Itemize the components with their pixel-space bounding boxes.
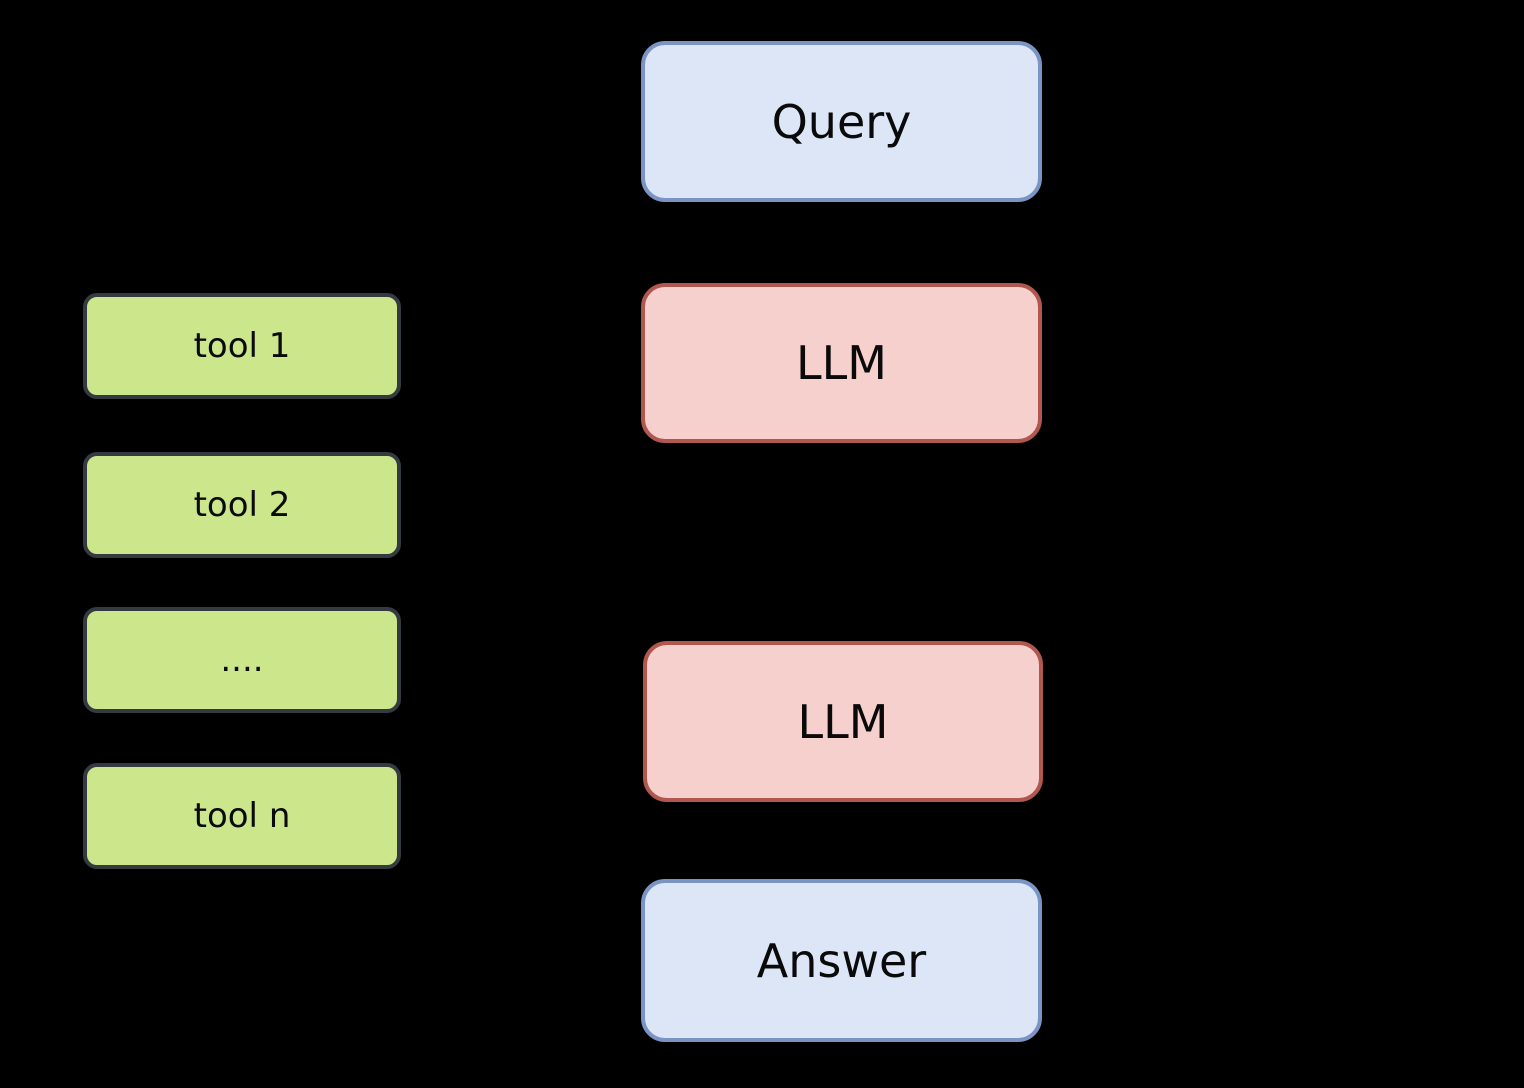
node-answer-label: Answer [756, 933, 927, 988]
node-tool-ellipsis: .... [83, 607, 401, 713]
node-llm-1-label: LLM [796, 336, 887, 390]
node-answer: Answer [641, 879, 1042, 1042]
node-query-label: Query [771, 94, 912, 149]
node-tool-1-label: tool 1 [193, 326, 291, 366]
node-query: Query [641, 41, 1042, 202]
node-tool-ellipsis-label: .... [220, 640, 264, 680]
node-llm-2-label: LLM [797, 694, 889, 749]
node-llm-1: LLM [641, 283, 1042, 443]
node-tool-2-label: tool 2 [193, 485, 291, 525]
node-tool-n: tool n [83, 763, 401, 869]
node-llm-2: LLM [643, 641, 1043, 802]
node-tool-2: tool 2 [83, 452, 401, 558]
node-tool-1: tool 1 [83, 293, 401, 399]
node-tool-n-label: tool n [193, 796, 291, 836]
